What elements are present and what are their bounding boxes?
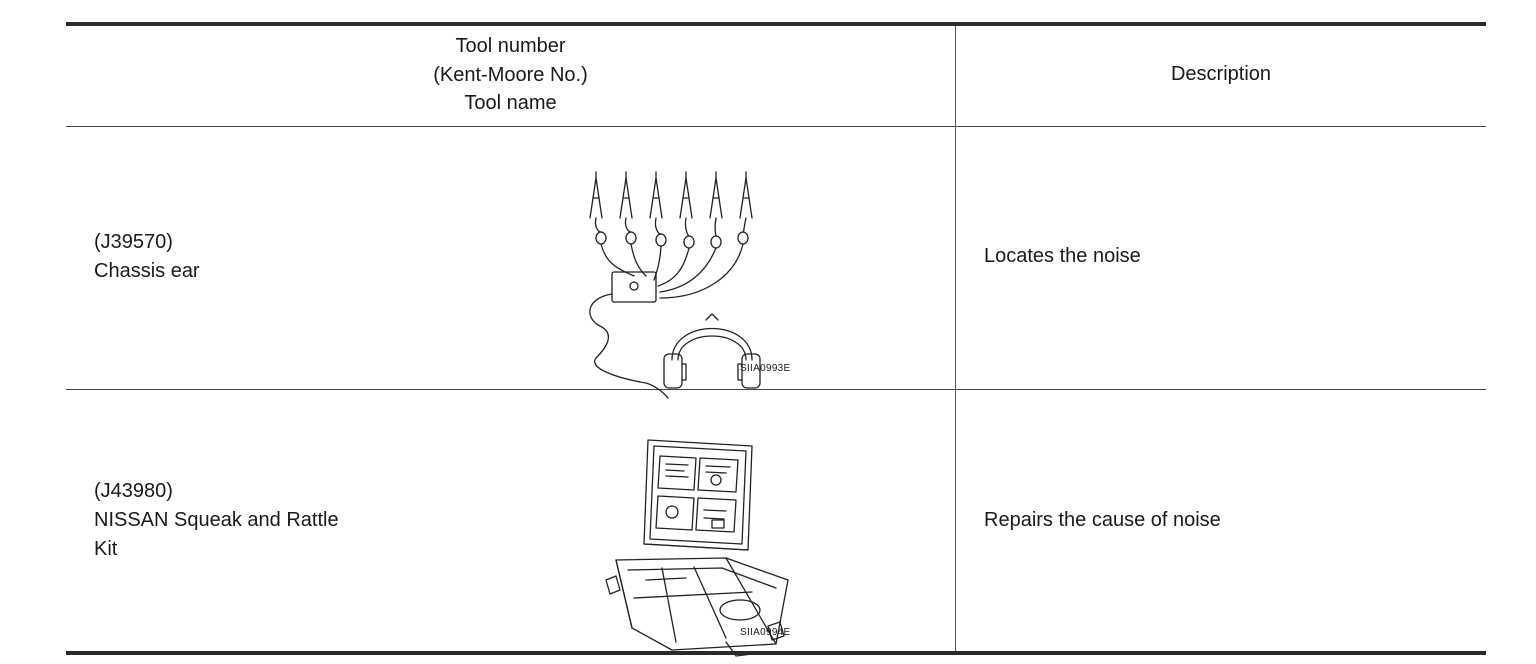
row2-tool-name-line1: NISSAN Squeak and Rattle <box>94 509 339 531</box>
chassis-ear-illustration-icon <box>589 171 761 399</box>
row1-tool-cell: (J39570) Chassis ear <box>94 228 200 286</box>
row1-description: Locates the noise <box>984 245 1141 267</box>
row2-tool-cell: (J43980) NISSAN Squeak and Rattle Kit <box>94 477 339 564</box>
row1-tool-name: Chassis ear <box>94 260 200 282</box>
row2-figure-code: SIIA0994E <box>740 627 791 638</box>
clip-icon <box>589 171 603 219</box>
header-description: Description <box>1170 63 1272 85</box>
special-service-tools-table: Tool number (Kent-Moore No.) Tool name D… <box>66 22 1486 657</box>
header-tool-column: Tool number (Kent-Moore No.) Tool name <box>66 32 955 118</box>
table-bottom-rule <box>66 651 1486 655</box>
column-divider <box>955 26 956 651</box>
row1-tool-number: (J39570) <box>94 231 173 253</box>
header-divider-rule <box>66 126 1486 127</box>
row2-tool-name-line2: Kit <box>94 538 118 560</box>
row2-tool-number: (J43980) <box>94 480 173 502</box>
row-divider-rule <box>66 389 1486 390</box>
squeak-rattle-kit-illustration-icon <box>605 439 789 657</box>
header-kent-moore-no: (Kent-Moore No.) <box>433 63 588 86</box>
header-tool-number: Tool number <box>455 35 566 57</box>
table-top-rule <box>66 22 1486 26</box>
row1-figure-code: SIIA0993E <box>740 363 791 374</box>
row2-description: Repairs the cause of noise <box>984 509 1221 531</box>
header-tool-name: Tool name <box>464 92 557 114</box>
